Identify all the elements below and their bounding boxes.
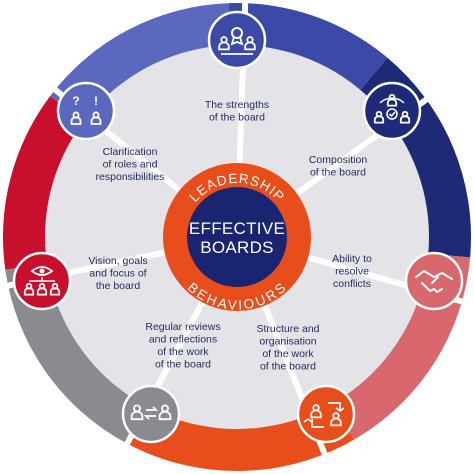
segment-4-label-line-2: organisation — [259, 336, 316, 348]
segment-2-label-line-1: Composition — [309, 154, 368, 166]
segment-5-label-line-4: of the board — [155, 359, 211, 371]
segment-5-label-line-1: Regular reviews — [145, 321, 220, 333]
segment-7-label-line-1: Clarification — [103, 146, 158, 158]
segment-4-label-line-1: Structure and — [256, 323, 319, 335]
question-exclamation-people-icon: ?! — [56, 81, 116, 141]
segment-2-label-line-2: of the board — [310, 167, 366, 179]
segment-6-label-line-1: Vision, goals — [88, 255, 147, 267]
segment-6-label-line-2: and focus of — [89, 268, 146, 280]
segment-icons: ?! — [12, 10, 464, 444]
eye-network-icon — [12, 251, 72, 311]
people-cycle-check-icon — [362, 81, 422, 141]
center-title-line-2: BOARDS — [200, 238, 274, 257]
segment-6-label-line-3: the board — [96, 280, 141, 292]
segment-4-label-line-3: of the work — [262, 348, 314, 360]
ring-arc-6 — [2, 96, 86, 270]
center-title-line-1: EFFECTIVE — [189, 219, 285, 238]
people-arrows-icon — [296, 384, 356, 444]
svg-text:!: ! — [94, 94, 98, 108]
segment-1-label-line-2: of the board — [209, 112, 265, 124]
center-disc — [187, 187, 287, 287]
segment-3-label-line-3: conflicts — [333, 278, 371, 290]
ring-arc-1 — [228, 3, 388, 92]
segment-3-label-line-2: resolve — [335, 266, 369, 278]
segment-3-label-line-1: Ability to — [332, 253, 372, 265]
handshake-icon — [404, 251, 464, 311]
svg-text:?: ? — [72, 94, 79, 108]
segment-7-label-line-2: of roles and — [103, 159, 158, 171]
segment-5-label-line-3: of the work — [157, 346, 209, 358]
group-with-rosette-icon — [207, 10, 267, 70]
segment-5-label-line-2: and reflections — [149, 334, 217, 346]
segment-7-label-line-3: responsibilities — [96, 171, 165, 183]
people-exchange-icon — [121, 384, 181, 444]
segment-4-label-line-4: of the board — [260, 361, 316, 373]
segment-1-label-line-1: The strengths — [205, 99, 269, 111]
